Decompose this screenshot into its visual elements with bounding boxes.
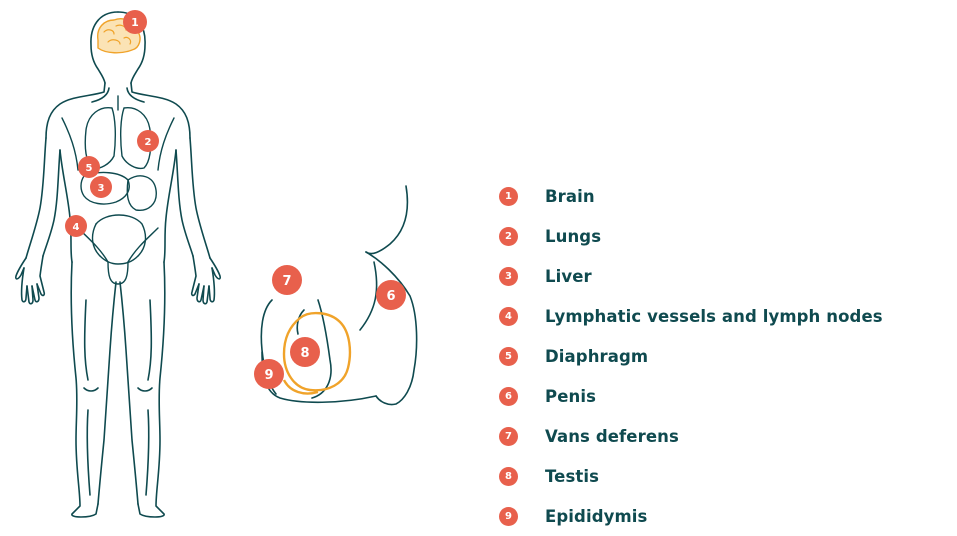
marker-vas-deferens: 7: [272, 265, 302, 295]
legend-item-lungs: 2 Lungs: [499, 216, 883, 256]
svg-text:5: 5: [86, 163, 93, 174]
marker-brain: 1: [123, 10, 147, 34]
figure-markers: 1 2 5 3 4 7 6 8: [65, 10, 406, 389]
marker-liver: 3: [90, 176, 112, 198]
legend-label: Penis: [545, 387, 596, 406]
svg-text:2: 2: [145, 137, 152, 148]
legend-number: 7: [499, 427, 518, 446]
legend-item-vas-deferens: 7 Vans deferens: [499, 416, 883, 456]
svg-text:3: 3: [98, 183, 105, 194]
legend: 1 Brain 2 Lungs 3 Liver 4 Lymphatic vess…: [499, 176, 883, 536]
legend-number: 9: [499, 507, 518, 526]
legend-number: 2: [499, 227, 518, 246]
legend-label: Testis: [545, 467, 599, 486]
svg-text:7: 7: [282, 274, 291, 289]
legend-label: Lungs: [545, 227, 601, 246]
marker-epididymis: 9: [254, 359, 284, 389]
legend-item-lymph: 4 Lymphatic vessels and lymph nodes: [499, 296, 883, 336]
legend-number: 6: [499, 387, 518, 406]
legend-number: 5: [499, 347, 518, 366]
legend-number: 3: [499, 267, 518, 286]
svg-text:6: 6: [386, 289, 395, 304]
legend-label: Vans deferens: [545, 427, 679, 446]
legend-label: Brain: [545, 187, 595, 206]
svg-text:1: 1: [131, 16, 139, 29]
legend-number: 4: [499, 307, 518, 326]
svg-text:9: 9: [264, 368, 273, 383]
marker-lymph: 4: [65, 215, 87, 237]
legend-item-penis: 6 Penis: [499, 376, 883, 416]
legend-number: 1: [499, 187, 518, 206]
legend-item-liver: 3 Liver: [499, 256, 883, 296]
legend-item-epididymis: 9 Epididymis: [499, 496, 883, 536]
legend-label: Diaphragm: [545, 347, 648, 366]
legend-label: Liver: [545, 267, 592, 286]
marker-diaphragm: 5: [78, 156, 100, 178]
svg-text:4: 4: [73, 222, 80, 233]
organs: [62, 96, 174, 284]
legend-label: Lymphatic vessels and lymph nodes: [545, 307, 883, 326]
legend-item-diaphragm: 5 Diaphragm: [499, 336, 883, 376]
svg-text:8: 8: [300, 346, 309, 361]
legend-item-testis: 8 Testis: [499, 456, 883, 496]
marker-lungs: 2: [137, 130, 159, 152]
legend-number: 8: [499, 467, 518, 486]
legend-item-brain: 1 Brain: [499, 176, 883, 216]
marker-testis: 8: [290, 337, 320, 367]
legend-label: Epididymis: [545, 507, 647, 526]
marker-penis: 6: [376, 280, 406, 310]
